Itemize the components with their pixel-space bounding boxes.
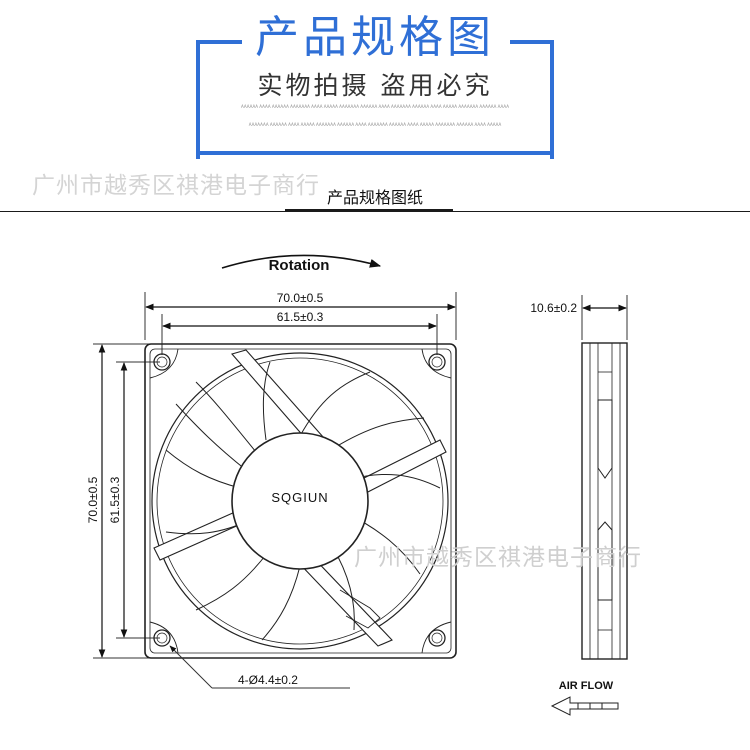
blade-3	[299, 371, 371, 437]
blade-8	[261, 565, 301, 641]
mount-hole-bl-inner	[156, 632, 168, 644]
hole-callout: 4-Ø4.4±0.2	[238, 673, 298, 687]
page-subtitle: 实物拍摄 盗用必究	[257, 71, 493, 100]
fan-venturi	[151, 352, 449, 650]
title-bracket-right	[510, 40, 554, 159]
mount-hole-tr-inner	[431, 356, 443, 368]
side-outer	[581, 342, 628, 660]
corner-boss-tr	[421, 348, 452, 379]
fan-frame-outer	[144, 343, 457, 659]
rotation-label: Rotation	[269, 257, 330, 274]
side-slot-bottom	[597, 521, 613, 601]
header-divider-accent	[285, 209, 453, 212]
watermark-middle: 广州市越秀区祺港电子商行	[354, 545, 642, 571]
fan-side-view	[581, 342, 628, 660]
blade-2	[262, 361, 271, 441]
section-label: 产品规格图纸	[326, 188, 423, 207]
page-title: 产品规格图	[255, 12, 495, 63]
corner-boss-tl	[149, 348, 179, 379]
corner-boss-br	[421, 621, 452, 654]
fan-hub	[231, 432, 369, 570]
mount-hole-tl	[153, 353, 171, 371]
airflow-label: AIR FLOW	[559, 680, 614, 692]
brand-label: SQGIUN	[271, 490, 328, 505]
dim-hole-height: 61.5±0.3	[108, 476, 122, 523]
mount-hole-tl-inner	[156, 356, 168, 368]
blade-12	[175, 403, 247, 471]
fan-front-view	[144, 343, 457, 659]
airflow-arrow	[550, 696, 619, 716]
rotation-arrow	[221, 254, 382, 269]
watermark-top: 广州市越秀区祺港电子商行	[32, 173, 320, 199]
blade-1	[195, 381, 257, 453]
dim-thickness: 10.6±0.2	[530, 301, 577, 315]
blade-11	[165, 449, 241, 489]
corner-boss-bl	[149, 621, 179, 654]
mount-hole-br-inner	[431, 632, 443, 644]
hole-leader-diag	[169, 645, 213, 689]
dim-overall-height: 70.0±0.5	[86, 476, 100, 523]
fan-frame-inner	[149, 348, 452, 654]
mount-hole-br	[428, 629, 446, 647]
mount-hole-bl	[153, 629, 171, 647]
blade-4	[333, 417, 425, 449]
title-bracket-left	[196, 40, 242, 159]
title-bracket-bottom	[196, 151, 550, 155]
side-slot-top	[597, 399, 613, 479]
dim-overall-width: 70.0±0.5	[277, 291, 324, 305]
dim-hole-width: 61.5±0.3	[277, 310, 324, 324]
fine-print-2: AAAAAAA AAAAAA AAAA AAAAA AAAAAAA AAAAAA…	[248, 122, 502, 127]
fine-print-1: AAAAAA AAAA AAAAAA AAAAAAA AAAA AAAAA AA…	[241, 104, 509, 109]
fan-venturi-inner	[156, 357, 444, 645]
strut-top	[231, 349, 325, 447]
mount-hole-tr	[428, 353, 446, 371]
wire-channel	[339, 589, 381, 629]
blade-9	[195, 551, 269, 611]
